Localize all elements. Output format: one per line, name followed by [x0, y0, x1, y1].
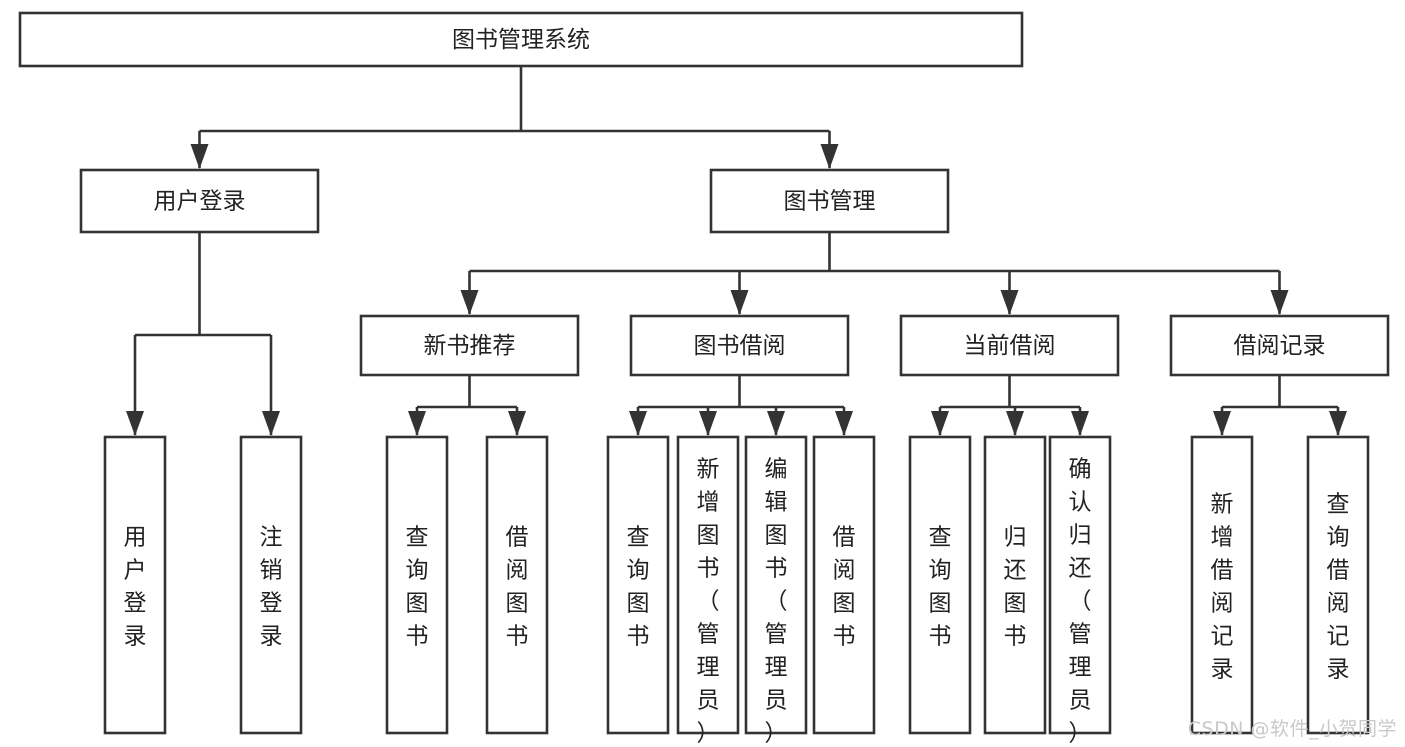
node-leaf-borrow-book-label: 借阅图书 [833, 525, 856, 650]
node-leaf-confirm-return-label: 确认归还（管理员） [1069, 457, 1092, 747]
node-leaf-query-book-cur-rect [908, 435, 972, 735]
node-leaf-borrow-book-rec-label: 借阅图书 [506, 525, 529, 650]
node-leaf-query-book[interactable]: 查询图书 [606, 435, 670, 735]
node-leaf-add-book[interactable]: 新增图书（管理员） [676, 435, 740, 747]
arrow-head-icon [835, 411, 853, 436]
node-leaf-add-record[interactable]: 新增借阅记录 [1190, 435, 1254, 735]
node-book-borrow[interactable]: 图书借阅 [629, 314, 850, 377]
arrow-head-icon [1006, 411, 1024, 436]
node-user-login-label: 用户登录 [154, 189, 246, 215]
node-borrow-record[interactable]: 借阅记录 [1169, 314, 1390, 377]
arrow-head-icon [460, 290, 479, 315]
node-leaf-query-book-rec-rect [385, 435, 449, 735]
node-leaf-user-logout-label: 注销登录 [260, 525, 283, 650]
node-leaf-confirm-return[interactable]: 确认归还（管理员） [1048, 435, 1112, 747]
node-root-label: 图书管理系统 [452, 27, 590, 53]
node-leaf-edit-book-label: 编辑图书（管理员） [765, 457, 788, 747]
arrow-head-icon [408, 411, 426, 436]
node-leaf-query-record[interactable]: 查询借阅记录 [1306, 435, 1370, 735]
arrow-head-icon [820, 144, 839, 169]
node-new-book-rec[interactable]: 新书推荐 [359, 314, 580, 377]
node-book-borrow-label: 图书借阅 [694, 333, 786, 359]
node-leaf-user-login-rect [103, 435, 167, 735]
node-leaf-query-book-rec-label: 查询图书 [406, 525, 429, 650]
node-leaf-add-record-label: 新增借阅记录 [1211, 492, 1234, 683]
node-user-login[interactable]: 用户登录 [79, 168, 320, 234]
node-current-borrow-label: 当前借阅 [964, 333, 1056, 359]
node-leaf-confirm-return-rect [1048, 435, 1112, 735]
node-leaf-return-book-rect [983, 435, 1047, 735]
node-leaf-user-logout-rect [239, 435, 303, 735]
node-leaf-query-record-rect [1306, 435, 1370, 735]
arrow-head-icon [508, 411, 526, 436]
node-leaf-query-record-label: 查询借阅记录 [1327, 492, 1350, 683]
node-leaf-user-login[interactable]: 用户登录 [103, 435, 167, 735]
node-leaf-user-login-label: 用户登录 [124, 525, 147, 650]
node-borrow-record-label: 借阅记录 [1234, 333, 1326, 359]
node-current-borrow-rect [899, 314, 1120, 377]
node-leaf-query-book-cur[interactable]: 查询图书 [908, 435, 972, 735]
arrow-head-icon [931, 411, 949, 436]
arrow-head-icon [699, 411, 717, 436]
node-new-book-rec-label: 新书推荐 [424, 333, 516, 359]
node-leaf-query-book-cur-label: 查询图书 [929, 525, 952, 650]
connector-lines-group [126, 66, 1347, 436]
arrow-head-icon [1329, 411, 1347, 436]
arrow-head-icon [1213, 411, 1231, 436]
node-leaf-query-book-rec[interactable]: 查询图书 [385, 435, 449, 735]
node-new-book-rec-rect [359, 314, 580, 377]
node-book-manage-label: 图书管理 [784, 189, 876, 215]
node-leaf-add-book-rect [676, 435, 740, 735]
node-leaf-edit-book[interactable]: 编辑图书（管理员） [744, 435, 808, 747]
arrow-head-icon [1270, 290, 1289, 315]
node-leaf-query-book-rect [606, 435, 670, 735]
node-root-rect [18, 11, 1024, 68]
node-root[interactable]: 图书管理系统 [18, 11, 1024, 68]
arrow-head-icon [1071, 411, 1089, 436]
node-leaf-return-book[interactable]: 归还图书 [983, 435, 1047, 735]
arrow-head-icon [730, 290, 749, 315]
arrow-head-icon [126, 411, 144, 436]
arrow-head-icon [629, 411, 647, 436]
node-leaf-borrow-book-rec[interactable]: 借阅图书 [485, 435, 549, 735]
node-leaf-borrow-book-rect [812, 435, 876, 735]
node-leaf-user-logout[interactable]: 注销登录 [239, 435, 303, 735]
arrow-head-icon [1000, 290, 1019, 315]
node-leaf-borrow-book-rec-rect [485, 435, 549, 735]
arrow-head-icon [190, 144, 209, 169]
node-leaf-add-book-label: 新增图书（管理员） [697, 457, 720, 747]
node-leaf-borrow-book[interactable]: 借阅图书 [812, 435, 876, 735]
node-borrow-record-rect [1169, 314, 1390, 377]
node-book-manage[interactable]: 图书管理 [709, 168, 950, 234]
node-leaf-edit-book-rect [744, 435, 808, 735]
arrow-head-icon [767, 411, 785, 436]
node-leaf-return-book-label: 归还图书 [1004, 525, 1027, 650]
node-current-borrow[interactable]: 当前借阅 [899, 314, 1120, 377]
node-book-borrow-rect [629, 314, 850, 377]
node-user-login-rect [79, 168, 320, 234]
node-boxes-group: 图书管理系统用户登录图书管理新书推荐图书借阅当前借阅借阅记录用户登录注销登录查询… [18, 11, 1390, 747]
node-leaf-add-record-rect [1190, 435, 1254, 735]
node-book-manage-rect [709, 168, 950, 234]
arrow-head-icon [262, 411, 280, 436]
node-leaf-query-book-label: 查询图书 [627, 525, 650, 650]
